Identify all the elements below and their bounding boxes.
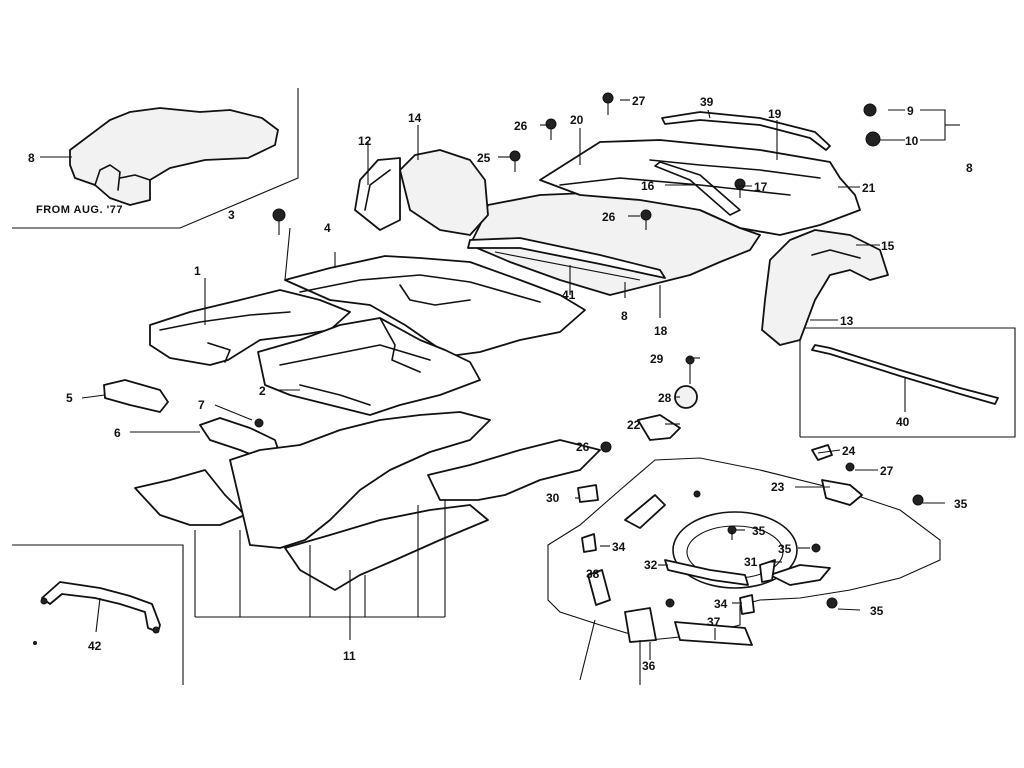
callout-38: 38: [586, 567, 600, 581]
callout-35-b: 35: [778, 542, 792, 556]
callout-12: 12: [358, 134, 372, 148]
callout-16: 16: [641, 179, 655, 193]
callout-10: 10: [905, 134, 919, 148]
callout-3: 3: [228, 208, 235, 222]
callout-5: 5: [66, 391, 73, 405]
callout-18: 18: [654, 324, 668, 338]
callouts: 1 2 3 4 5 6 7 8 8 9 10 11 12 13 14 15 16…: [66, 94, 973, 673]
callout-8-right: 8: [966, 161, 973, 175]
callout-9: 9: [907, 104, 914, 118]
callout-15: 15: [881, 239, 895, 253]
callout-26-top: 26: [514, 119, 528, 133]
callout-35-a: 35: [752, 524, 766, 538]
callout-2: 2: [259, 384, 266, 398]
callout-27-top: 27: [632, 94, 646, 108]
callout-1: 1: [194, 264, 201, 278]
rear-floor-assembly: [272, 92, 889, 346]
callout-28: 28: [658, 391, 672, 405]
leader-lines: [81, 99, 960, 660]
callout-34-right: 34: [714, 597, 728, 611]
callout-31: 31: [744, 555, 758, 569]
callout-22: 22: [627, 418, 641, 432]
callout-26-low: 26: [576, 440, 590, 454]
callout-32: 32: [644, 558, 658, 572]
callout-6: 6: [114, 426, 121, 440]
callout-8-rear-floor: 8: [621, 309, 628, 323]
callout-26-mid: 26: [602, 210, 616, 224]
inset-top-left: 8 FROM AUG. '77: [12, 88, 299, 229]
callout-27-right: 27: [880, 464, 894, 478]
callout-13: 13: [840, 314, 854, 328]
callout-35-d: 35: [870, 604, 884, 618]
callout-30: 30: [546, 491, 560, 505]
callout-29: 29: [650, 352, 664, 366]
callout-21: 21: [862, 181, 876, 195]
callout-34-left: 34: [612, 540, 626, 554]
inset-note: FROM AUG. '77: [36, 204, 123, 216]
callout-14: 14: [408, 111, 422, 125]
callout-23: 23: [771, 480, 785, 494]
callout-35-c: 35: [954, 497, 968, 511]
callout-41: 41: [562, 288, 576, 302]
callout-11: 11: [343, 649, 356, 663]
callout-17: 17: [754, 180, 768, 194]
inset-bottom-left: 42: [12, 544, 184, 685]
callout-36: 36: [642, 659, 656, 673]
callout-25: 25: [477, 151, 491, 165]
callout-8-inset: 8: [28, 151, 35, 165]
callout-24: 24: [842, 444, 856, 458]
callout-20: 20: [570, 113, 584, 127]
callout-4: 4: [324, 221, 331, 235]
trunk-assembly: [547, 355, 941, 685]
callout-39: 39: [700, 95, 714, 109]
callout-42: 42: [88, 639, 102, 653]
callout-19: 19: [768, 107, 782, 121]
front-floor-assembly: [103, 255, 612, 640]
callout-37: 37: [707, 615, 721, 629]
callout-40: 40: [896, 415, 910, 429]
callout-7: 7: [198, 398, 205, 412]
inset-right: 40: [799, 327, 1016, 438]
